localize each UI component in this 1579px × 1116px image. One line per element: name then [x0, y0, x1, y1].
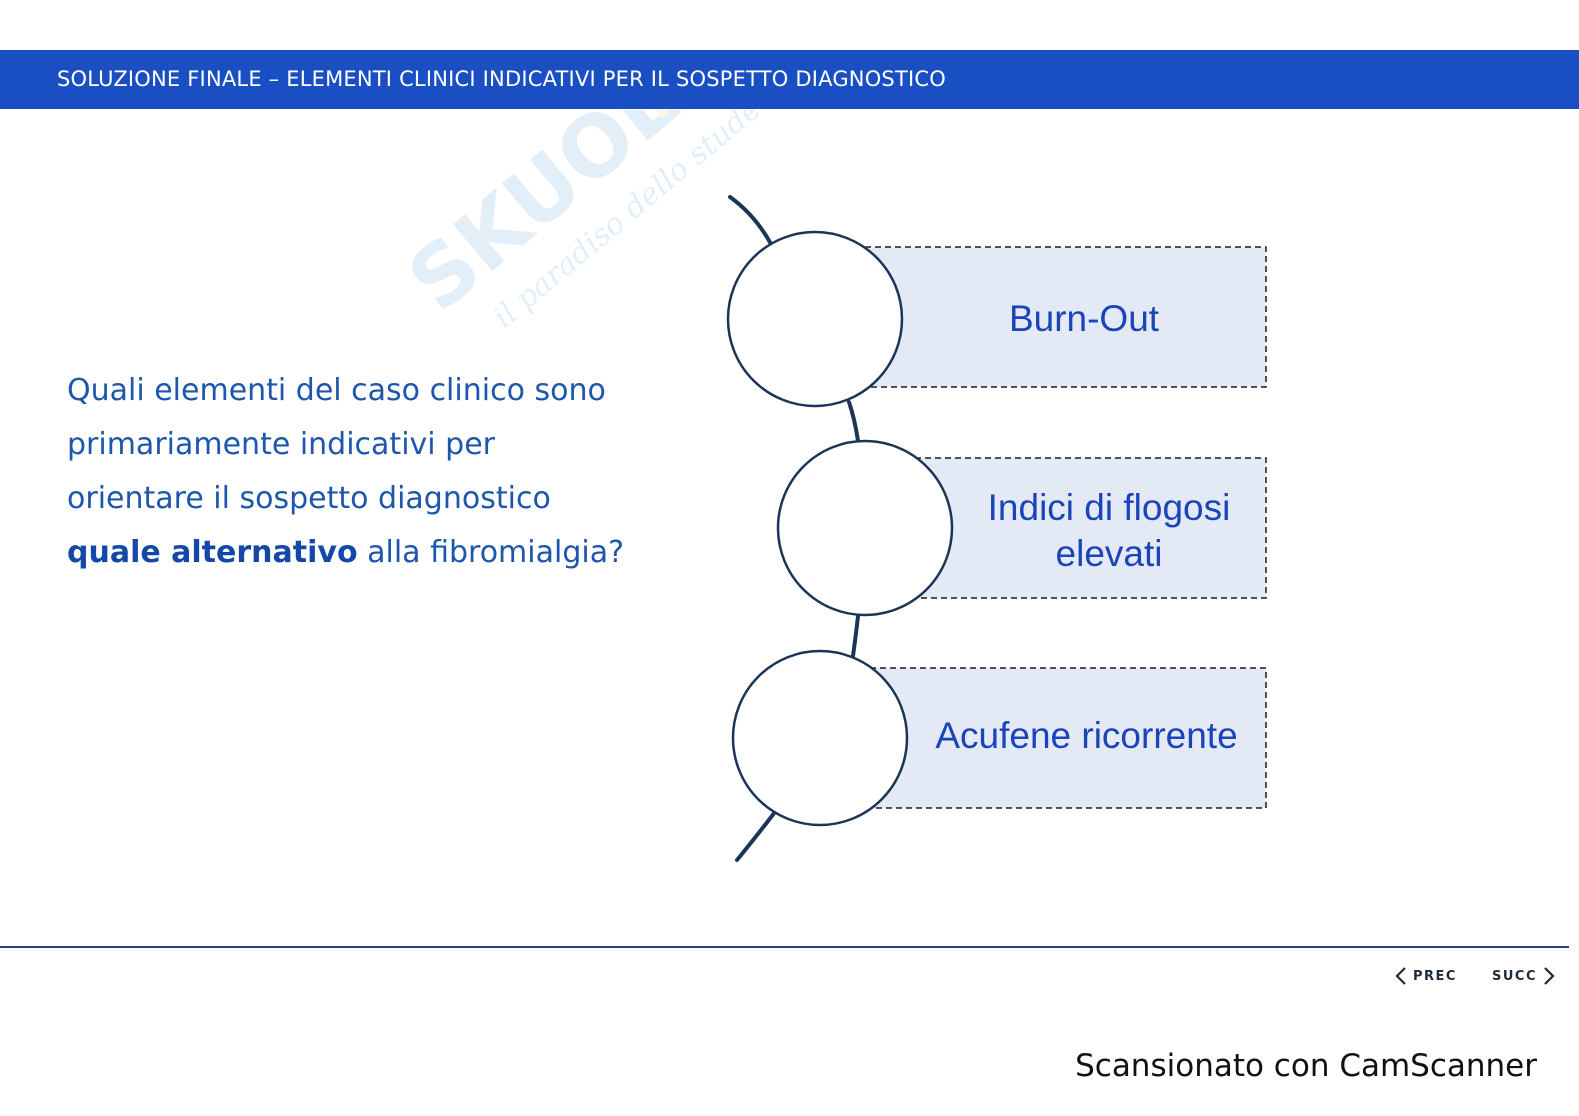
connector-1-2: [847, 400, 860, 443]
chevron-right-icon: [1544, 967, 1555, 985]
item-circle-2: [776, 439, 954, 617]
next-button[interactable]: SUCC: [1492, 966, 1555, 986]
scan-credit: Scansionato con CamScanner: [1075, 1048, 1537, 1084]
question-emphasis: quale alternativo: [67, 535, 358, 570]
item-circle-3: [731, 649, 909, 827]
item-circle-1: [726, 230, 904, 408]
item-label-2: Indici di flogosi elevati: [987, 487, 1231, 574]
footer-divider: [0, 946, 1569, 948]
connector-2-3: [851, 614, 860, 658]
chevron-left-icon: [1395, 967, 1406, 985]
prev-label: PREC: [1413, 968, 1457, 984]
connector-top: [728, 195, 773, 246]
header-bar: [0, 50, 1579, 109]
question-text: Quali elementi del caso clinico sono pri…: [67, 364, 627, 580]
item-label-1: Burn-Out: [1008, 298, 1160, 339]
prev-button[interactable]: PREC: [1395, 966, 1457, 986]
slide-title: SOLUZIONE FINALE – ELEMENTI CLINICI INDI…: [57, 67, 946, 91]
connector-bottom: [735, 810, 777, 862]
next-label: SUCC: [1492, 968, 1537, 984]
question-ending: alla fibromialgia?: [367, 535, 625, 570]
item-label-3: Acufene ricorrente: [935, 715, 1238, 756]
question-intro: Quali elementi del caso clinico sono pri…: [67, 373, 606, 516]
